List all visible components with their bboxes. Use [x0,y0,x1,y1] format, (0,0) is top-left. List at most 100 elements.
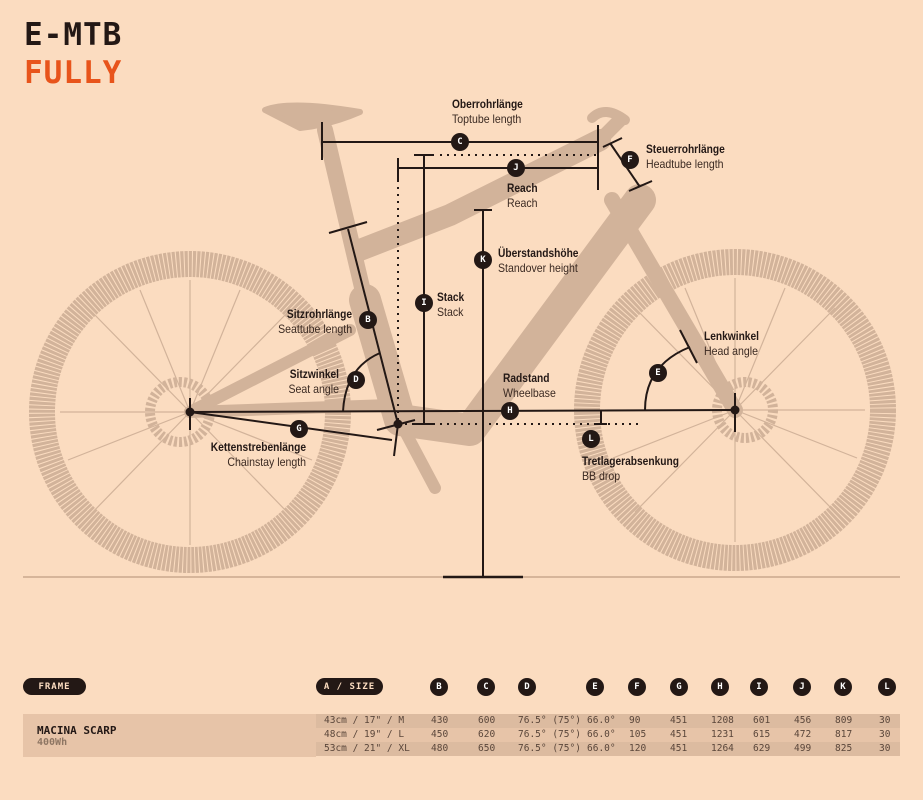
cell-d: 76.5° (75°) [518,743,581,754]
label-headangle-de: Lenkwinkel [704,329,759,343]
col-header-d: D [518,678,536,696]
table-row: 53cm / 21" / XL 480 650 76.5° (75°) 66.0… [316,742,900,756]
badge-k: K [474,251,492,269]
label-seattube-en: Seattube length [278,322,352,336]
label-stack: Stack Stack [437,290,469,320]
measurement-lines [189,122,736,579]
cell-k: 825 [835,743,853,754]
label-wheelbase-en: Wheelbase [503,386,556,400]
cell-e: 66.0° [587,715,616,726]
label-seatangle-de: Sitzwinkel [289,367,339,381]
label-toptube: Oberrohrlänge Toptube length [452,97,535,127]
cell-i: 601 [753,715,771,726]
label-headtube: Steuerrohrlänge Headtube length [646,142,739,172]
col-header-g: G [670,678,688,696]
cell-f: 105 [629,729,647,740]
cell-j: 499 [794,743,812,754]
cell-l: 30 [879,743,891,754]
label-stack-en: Stack [437,305,464,319]
badge-c: C [451,133,469,151]
page-title-line1: E-MTB [24,17,123,53]
cell-c: 620 [478,729,496,740]
col-header-j: J [793,678,811,696]
label-seatangle-en: Seat angle [288,382,339,396]
cell-d: 76.5° (75°) [518,715,581,726]
table-row: 43cm / 17" / M 430 600 76.5° (75°) 66.0°… [316,714,900,728]
cell-b: 430 [431,715,449,726]
cell-i: 629 [753,743,771,754]
label-standover-en: Standover height [498,261,578,275]
label-reach-de: Reach [507,181,538,195]
cell-i: 615 [753,729,771,740]
label-wheelbase: Radstand Wheelbase [503,371,563,401]
label-toptube-en: Toptube length [452,112,522,126]
label-reach-en: Reach [507,196,538,210]
badge-b: B [359,311,377,329]
cell-g: 451 [670,715,688,726]
label-standover: Überstandshöhe Standover height [498,246,593,276]
badge-h: H [501,402,519,420]
label-bbdrop-en: BB drop [582,469,621,483]
table-row: 48cm / 19" / L 450 620 76.5° (75°) 66.0°… [316,728,900,742]
cell-h: 1208 [711,715,734,726]
label-wheelbase-de: Radstand [503,371,550,385]
badge-j: J [507,159,525,177]
cell-g: 451 [670,729,688,740]
cell-k: 809 [835,715,853,726]
cell-b: 480 [431,743,449,754]
label-headtube-de: Steuerrohrlänge [646,142,725,156]
cell-b: 450 [431,729,449,740]
label-seattube-de: Sitzrohrlänge [286,307,352,321]
cell-j: 456 [794,715,812,726]
cell-size: 48cm / 19" / L [324,729,405,740]
label-stack-de: Stack [437,290,465,304]
cell-j: 472 [794,729,812,740]
col-header-b: B [430,678,448,696]
page-title-line2: FULLY [24,55,123,91]
label-chainstay: Kettenstrebenlänge Chainstay length [194,440,306,470]
cell-l: 30 [879,729,891,740]
badge-l: L [582,430,600,448]
badge-g: G [290,420,308,438]
label-headangle-en: Head angle [704,344,759,358]
cell-h: 1264 [711,743,734,754]
badge-i: I [415,294,433,312]
cell-e: 66.0° [587,743,616,754]
cell-h: 1231 [711,729,734,740]
battery-capacity: 400Wh [37,737,68,748]
cell-g: 451 [670,743,688,754]
cell-c: 600 [478,715,496,726]
label-standover-de: Überstandshöhe [498,246,579,260]
frame-cell [23,714,316,757]
cell-l: 30 [879,715,891,726]
bike-geometry-diagram [23,102,900,579]
label-seatangle: Sitzwinkel Seat angle [281,367,339,397]
col-header-l: L [878,678,896,696]
col-header-e: E [586,678,604,696]
col-header-c: C [477,678,495,696]
col-header-h: H [711,678,729,696]
cell-f: 120 [629,743,647,754]
size-header-pill: A / SIZE [316,678,383,695]
cell-d: 76.5° (75°) [518,729,581,740]
label-chainstay-en: Chainstay length [227,455,306,469]
cell-f: 90 [629,715,641,726]
label-headtube-en: Headtube length [646,157,724,171]
frame-header-pill: FRAME [23,678,86,695]
cell-c: 650 [478,743,496,754]
label-toptube-de: Oberrohrlänge [452,97,523,111]
label-headangle: Lenkwinkel Head angle [704,329,769,359]
col-header-f: F [628,678,646,696]
label-chainstay-de: Kettenstrebenlänge [210,440,306,454]
label-bbdrop: Tretlagerabsenkung BB drop [582,454,696,484]
badge-f: F [621,151,639,169]
label-reach: Reach Reach [507,181,543,211]
col-header-k: K [834,678,852,696]
label-seattube: Sitzrohrlänge Seattube length [268,307,352,337]
cell-e: 66.0° [587,729,616,740]
cell-size: 53cm / 21" / XL [324,743,410,754]
col-header-i: I [750,678,768,696]
cell-k: 817 [835,729,853,740]
cell-size: 43cm / 17" / M [324,715,405,726]
model-name: MACINA SCARP [37,724,117,737]
